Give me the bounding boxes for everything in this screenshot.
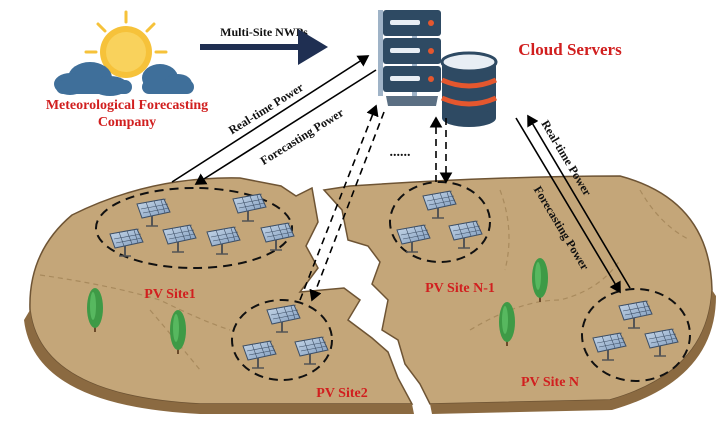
pv-site1-label: PV Site1 (144, 287, 195, 302)
cloud-icon (142, 64, 194, 94)
ground-paths (39, 189, 691, 371)
nwp-arrow-label: Multi-Site NWPs (220, 25, 308, 39)
right-forecast-arrow (515, 117, 621, 294)
pv-siteN-boundary (581, 288, 691, 382)
cloud-servers-label: Cloud Servers (518, 40, 622, 59)
database-icon (440, 51, 498, 127)
left-forecast-arrow (194, 69, 377, 185)
left-realtime-arrow (171, 55, 370, 183)
site2-dashed-links (299, 104, 385, 302)
company-name-line1: Meteorological Forecasting (46, 98, 208, 113)
company-name-line2: Company (98, 115, 156, 130)
pv-siteN-label: PV Site N (521, 375, 579, 390)
server-rack-icon (378, 10, 441, 106)
pv-site2-label: PV Site2 (316, 386, 367, 401)
left-realtime-label: Real-time Power (226, 80, 307, 138)
cloud-icon (54, 62, 132, 96)
ellipsis-label: ...... (390, 145, 411, 160)
pv-site2-boundary (231, 299, 333, 381)
right-realtime-arrow (527, 114, 631, 289)
pv-siteN1-label: PV Site N-1 (425, 281, 495, 296)
siteN1-dashed-links (429, 116, 453, 184)
